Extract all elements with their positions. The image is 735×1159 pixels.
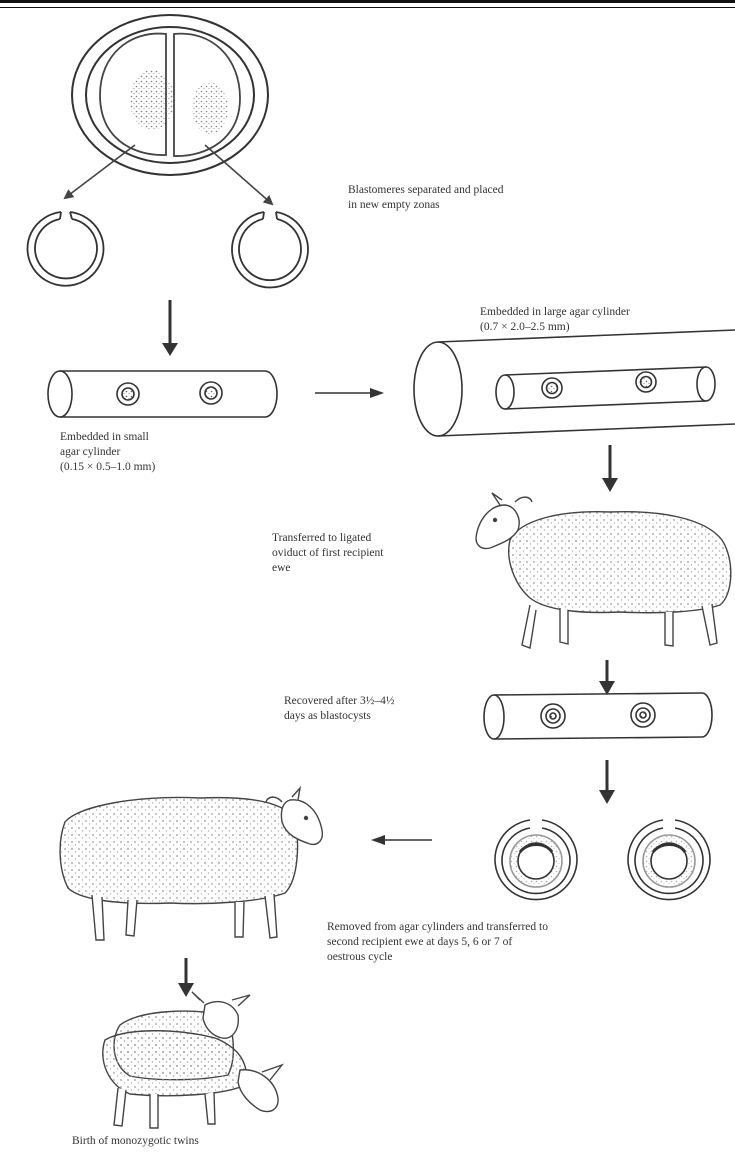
label-line: Embedded in small <box>60 430 155 445</box>
label-line: (0.7 × 2.0–2.5 mm) <box>480 320 630 335</box>
empty-zona-right <box>232 212 308 288</box>
twin-lambs-illustration <box>103 992 282 1128</box>
label-line: oestrous cycle <box>327 950 548 965</box>
label-line: in new empty zonas <box>348 198 504 213</box>
agar-cylinder-blastocysts <box>484 693 712 739</box>
label-blastomeres-separated: Blastomeres separated and placed in new … <box>348 183 504 213</box>
label-second-recipient: Removed from agar cylinders and transfer… <box>327 920 548 965</box>
label-line: days as blastocysts <box>284 709 394 724</box>
blastocyst-zona-right <box>628 820 710 900</box>
label-line: agar cylinder <box>60 445 155 460</box>
label-line: oviduct of first recipient <box>272 546 383 561</box>
two-cell-embryo <box>72 15 268 175</box>
label-line: Embedded in large agar cylinder <box>480 305 630 320</box>
label-line: Recovered after 3½–4½ <box>284 694 394 709</box>
label-birth-twins: Birth of monozygotic twins <box>72 1134 199 1149</box>
label-line: ewe <box>272 561 383 576</box>
arrow-down-5 <box>178 958 194 997</box>
blastocyst-zona-left <box>495 820 577 900</box>
label-recovered-blastocysts: Recovered after 3½–4½ days as blastocyst… <box>284 694 394 724</box>
arrow-down-3 <box>599 660 615 695</box>
arrow-down-4 <box>599 760 615 804</box>
label-line: Transferred to ligated <box>272 531 383 546</box>
arrow-left-1 <box>371 835 432 845</box>
first-recipient-ewe-illustration <box>476 493 731 648</box>
arrow-right-1 <box>315 388 384 398</box>
empty-zona-left <box>28 212 104 286</box>
arrow-down-2 <box>602 445 618 492</box>
arrow-down-1 <box>162 300 178 356</box>
label-line: Blastomeres separated and placed <box>348 183 504 198</box>
label-line: (0.15 × 0.5–1.0 mm) <box>60 460 155 475</box>
label-large-agar-cylinder: Embedded in large agar cylinder (0.7 × 2… <box>480 305 630 335</box>
label-line: second recipient ewe at days 5, 6 or 7 o… <box>327 935 548 950</box>
label-small-agar-cylinder: Embedded in small agar cylinder (0.15 × … <box>60 430 155 475</box>
label-first-recipient: Transferred to ligated oviduct of first … <box>272 531 383 576</box>
second-recipient-ewe-illustration <box>60 788 322 940</box>
small-agar-cylinder <box>48 371 277 417</box>
large-agar-cylinder <box>414 330 735 436</box>
label-line: Removed from agar cylinders and transfer… <box>327 920 548 935</box>
